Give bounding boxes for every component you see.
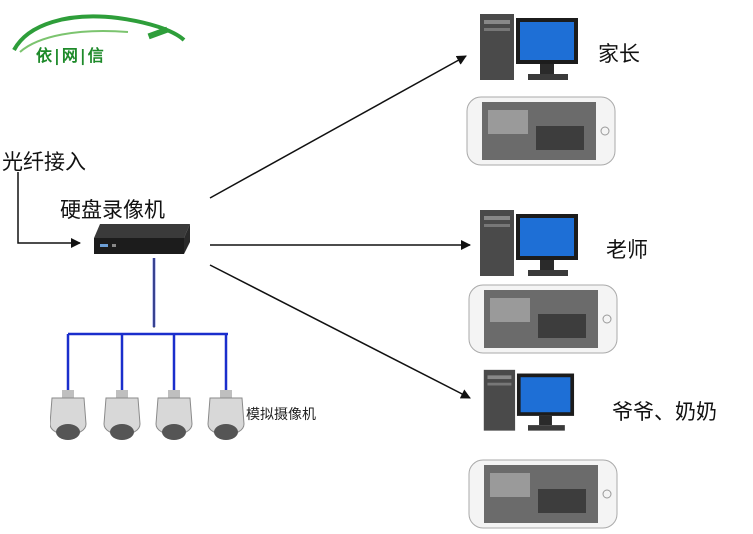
- dome-camera-icon-1: [49, 390, 87, 440]
- viewer-parent: 家长: [466, 8, 753, 168]
- recorder-label: 硬盘录像机: [60, 198, 165, 222]
- dome-camera-icon-2: [103, 390, 141, 440]
- viewer-label-grandparents: 爷爷、奶奶: [612, 400, 717, 424]
- desktop-computer-icon: [483, 369, 575, 431]
- recorder-icon: [94, 224, 190, 254]
- fiber-input-label: 光纤接入: [2, 150, 86, 174]
- dome-camera-icon-3: [155, 390, 193, 440]
- camera-wiring: [66, 258, 228, 392]
- desktop-computer-icon: [480, 14, 578, 80]
- camera-group: [49, 386, 250, 446]
- arrow-to-grandparents: [209, 264, 471, 399]
- viewer-label-teacher: 老师: [606, 238, 648, 262]
- logo: 依|网|信: [8, 6, 188, 66]
- arrow-to-parent: [209, 55, 467, 199]
- smartphone-icon: [468, 459, 618, 529]
- camera-label: 模拟摄像机: [246, 407, 316, 423]
- dome-camera-icon-4: [207, 390, 245, 440]
- desktop-computer-icon: [480, 210, 578, 276]
- viewer-teacher: 老师: [468, 208, 753, 358]
- smartphone-icon: [466, 96, 616, 166]
- logo-text: 依|网|信: [36, 46, 106, 65]
- smartphone-icon: [468, 284, 618, 354]
- fiber-input-arrow: [17, 172, 81, 248]
- viewer-label-parent: 家长: [598, 42, 640, 66]
- logo-car-icon: [12, 14, 186, 53]
- viewer-grandparents: 爷爷、奶奶: [468, 368, 753, 534]
